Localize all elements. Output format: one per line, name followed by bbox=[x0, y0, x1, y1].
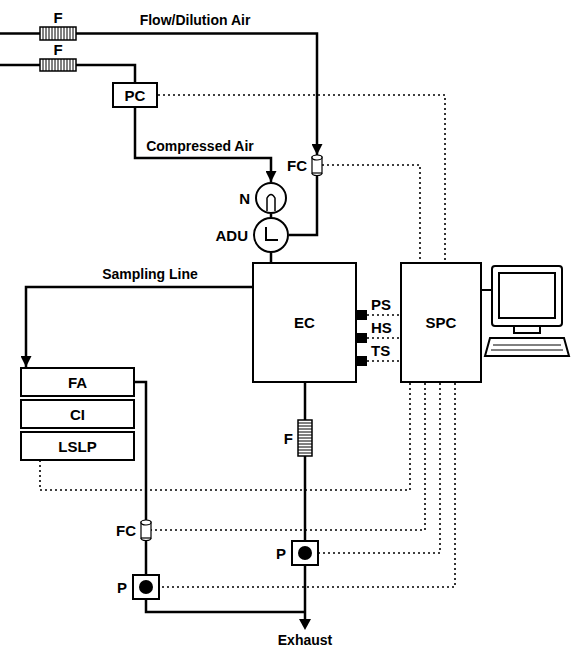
sensor-port: PS bbox=[357, 310, 367, 320]
sq-icon bbox=[357, 333, 367, 343]
nebulizer-circle: N bbox=[255, 182, 287, 214]
exhaust-pipe bbox=[304, 566, 307, 620]
adu-icon bbox=[253, 217, 289, 253]
node-label: ADU bbox=[216, 227, 249, 244]
node-label: HS bbox=[371, 319, 392, 336]
flow-line bbox=[76, 65, 135, 82]
computer-symbol bbox=[485, 266, 569, 356]
monitor bbox=[492, 266, 562, 326]
flow-controller: FC bbox=[141, 520, 151, 540]
node-label: CI bbox=[70, 406, 85, 423]
pump-icon bbox=[291, 540, 319, 566]
node-label: EC bbox=[294, 314, 315, 331]
instrument-box: LSLP bbox=[20, 431, 135, 461]
node-label: SPC bbox=[426, 314, 457, 331]
flow-line bbox=[135, 108, 271, 182]
flow-controller: FC bbox=[312, 155, 322, 175]
node-label: F bbox=[53, 9, 62, 26]
monitor-stand bbox=[514, 326, 540, 333]
flow-line bbox=[289, 175, 317, 235]
aerosol-dispersion-circle: ADU bbox=[253, 217, 289, 253]
flow-line bbox=[76, 34, 317, 156]
node-label: P bbox=[276, 545, 286, 562]
node-label: N bbox=[239, 190, 250, 207]
node-label: PS bbox=[371, 296, 391, 313]
monitor-screen bbox=[499, 273, 555, 318]
flow-line bbox=[135, 382, 146, 520]
signal-line bbox=[367, 314, 400, 316]
node-label: LSLP bbox=[58, 438, 96, 455]
node-label: FC bbox=[287, 157, 307, 174]
sensor-port: HS bbox=[357, 333, 367, 343]
pump: P bbox=[132, 574, 160, 600]
fc-icon bbox=[141, 520, 151, 540]
inlet-pipe bbox=[0, 64, 40, 67]
exhaust-pipe bbox=[146, 600, 305, 612]
node-label: F bbox=[284, 430, 293, 447]
signal-line bbox=[160, 383, 455, 587]
computer-cable bbox=[482, 289, 492, 291]
keyboard-keys bbox=[491, 345, 563, 350]
pressure-controller-box: PC bbox=[112, 82, 158, 108]
instrument-box: CI bbox=[20, 399, 135, 429]
sq-icon bbox=[357, 310, 367, 320]
flow-line bbox=[145, 540, 148, 574]
filter: F bbox=[298, 420, 312, 456]
flow-line bbox=[26, 287, 252, 367]
line-label: Sampling Line bbox=[100, 266, 200, 283]
keyboard bbox=[485, 338, 569, 356]
pump-icon bbox=[132, 574, 160, 600]
nebulizer-icon bbox=[255, 182, 287, 214]
flow-line bbox=[270, 253, 273, 262]
sq-icon bbox=[357, 356, 367, 366]
signal-line bbox=[367, 337, 400, 339]
pump: P bbox=[291, 540, 319, 566]
signal-line bbox=[151, 383, 425, 530]
flow-line bbox=[270, 214, 273, 217]
filter: F bbox=[40, 27, 76, 40]
line-label: Flow/Dilution Air bbox=[138, 12, 253, 29]
exposure-chamber-box: EC bbox=[252, 262, 357, 383]
filterV-icon bbox=[298, 420, 312, 456]
signal-line bbox=[158, 95, 445, 262]
node-label: FA bbox=[68, 374, 87, 391]
fc-icon bbox=[312, 155, 322, 175]
signal-line bbox=[319, 383, 440, 553]
filterH-icon bbox=[40, 59, 76, 71]
filter: F bbox=[40, 59, 76, 71]
node-label: FC bbox=[116, 522, 136, 539]
node-label: P bbox=[117, 579, 127, 596]
node-label: TS bbox=[371, 342, 390, 359]
signal-line bbox=[322, 165, 420, 262]
sensor-port: TS bbox=[357, 356, 367, 366]
signal-line bbox=[367, 360, 400, 362]
instrument-box: FA bbox=[20, 367, 135, 397]
node-label: F bbox=[53, 41, 62, 58]
node-label: PC bbox=[125, 87, 146, 104]
filterH-icon bbox=[40, 27, 76, 40]
exhaust-arrowhead bbox=[299, 619, 311, 630]
controller-box: SPC bbox=[400, 262, 482, 383]
line-label: Compressed Air bbox=[144, 138, 256, 155]
inlet-pipe bbox=[0, 32, 40, 35]
flow-line bbox=[304, 383, 307, 420]
flow-line bbox=[304, 456, 307, 540]
outlet-label: Exhaust bbox=[276, 632, 334, 649]
